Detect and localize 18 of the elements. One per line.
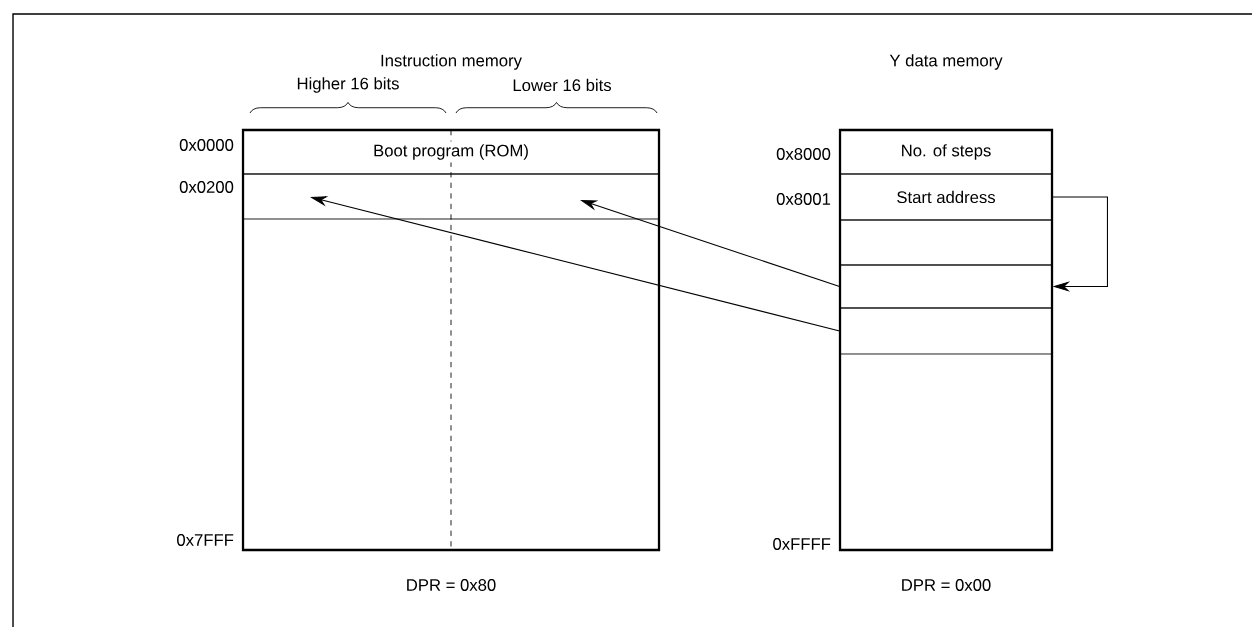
memory-caption: DPR = 0x00	[902, 579, 991, 591]
memory-row: Start address	[839, 173, 1053, 221]
address-label: 0x0000	[179, 139, 234, 151]
empty-row	[242, 173, 660, 220]
address-label: 0x8000	[776, 148, 831, 160]
address-label: 0x8001	[776, 193, 831, 205]
address-label: 0xFFFF	[773, 538, 831, 550]
bit-range-label: Lower 16 bits	[455, 78, 658, 114]
address-label: 0x7FFF	[177, 534, 234, 546]
memory-caption: DPR = 0x80	[407, 579, 496, 591]
memory-row: Boot program (ROM)	[242, 129, 660, 175]
bit-range-label: Higher 16 bits	[249, 77, 447, 114]
memory-row: No. of steps	[839, 129, 1053, 175]
empty-row	[839, 219, 1053, 266]
empty-row	[839, 307, 1053, 355]
empty-row	[839, 264, 1053, 309]
arrow	[1051, 196, 1108, 292]
address-label: 0x0200	[179, 181, 234, 193]
